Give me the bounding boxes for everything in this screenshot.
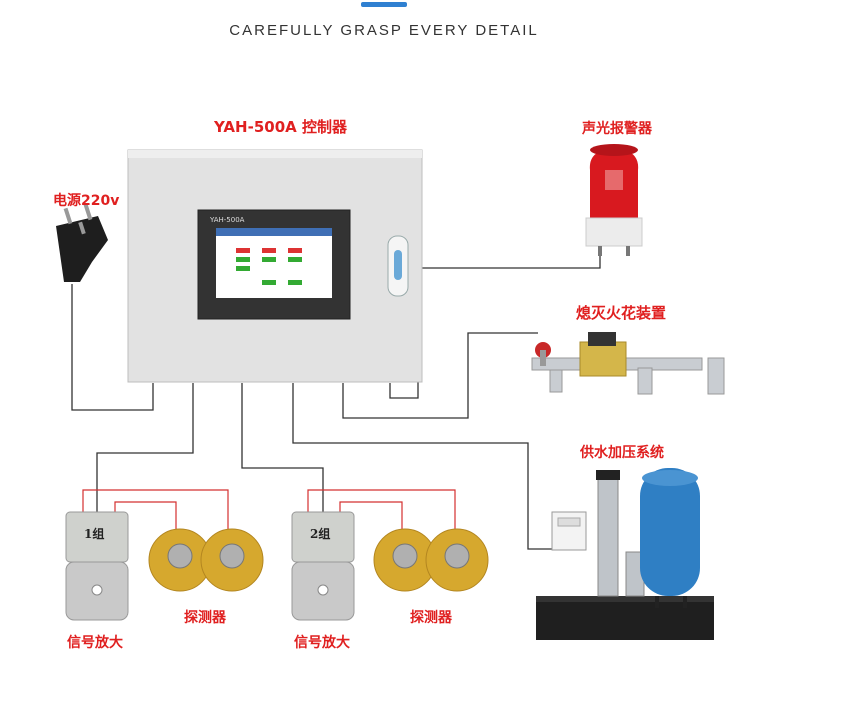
detector-2b-icon: [425, 528, 489, 592]
sensor-wire-2a: [307, 489, 456, 532]
controller-screen: [216, 228, 332, 298]
sensor-wire-1b: [114, 501, 177, 532]
wire-water-supply: [292, 383, 556, 550]
screen-indicators: [236, 248, 302, 285]
wire-group2: [241, 383, 324, 512]
alarm-label: 声光报警器: [582, 121, 652, 137]
wires: [71, 250, 601, 550]
detector-2a-icon: [373, 528, 437, 592]
controller-screen-label: YAH-500A: [210, 216, 245, 224]
controller-cabinet: [127, 149, 423, 383]
group2-amplifier-label: 信号放大: [294, 635, 350, 651]
page-heading: CAREFULLY GRASP EVERY DETAIL: [229, 22, 539, 39]
detector-1a-icon: [148, 528, 212, 592]
group1-detector-label: 探测器: [184, 610, 226, 626]
group1-amplifier-label: 信号放大: [67, 635, 123, 651]
water-supply-system-icon: [536, 468, 714, 640]
spark-extinguisher-icon: [531, 332, 725, 395]
amplifier-2-icon: [291, 511, 355, 621]
wire-power: [71, 284, 154, 411]
extinguisher-label: 熄灭火花装置: [576, 304, 667, 322]
pressure-tank: [640, 468, 700, 596]
alarm-beacon-icon: [585, 144, 643, 256]
power-label: 电源220v: [53, 193, 120, 209]
wire-group1: [96, 383, 194, 512]
power-plug-icon: [56, 203, 108, 282]
detector-1b-icon: [200, 528, 264, 592]
controller-title: YAH-500A 控制器: [214, 118, 347, 136]
sensor-wire-1a: [82, 489, 229, 532]
wire-extinguisher: [342, 332, 538, 419]
group1-badge: 1组: [84, 527, 105, 541]
sensor-wire-2b: [339, 501, 403, 532]
sensor-wires: [82, 489, 456, 532]
group2-detector-label: 探测器: [410, 610, 452, 626]
water-supply-label: 供水加压系统: [580, 445, 664, 461]
heading-accent-bar: [361, 2, 407, 7]
amplifier-1-icon: [65, 511, 129, 621]
group2-badge: 2组: [310, 527, 331, 541]
